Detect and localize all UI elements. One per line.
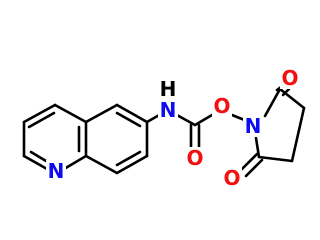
bond-c2-n <box>22 154 49 171</box>
ester-oxygen-label: O <box>213 94 230 118</box>
label-bg-n-ring <box>46 160 66 182</box>
bond-c7-c8 <box>115 154 149 175</box>
bond-c8-c8a <box>84 154 119 175</box>
amine-nitrogen-label: N <box>160 98 177 122</box>
label-bg-o-imide-top <box>280 67 300 89</box>
bond-nh-carbonyl <box>173 112 197 127</box>
pyridine-ring <box>22 103 88 171</box>
bond-n-c2 <box>263 87 282 118</box>
imide-oxygen-bottom-label: O <box>223 166 240 190</box>
label-bg-nh-h <box>158 78 178 100</box>
label-bg-n-imide <box>243 115 263 137</box>
bond-c4a-c8a <box>53 103 88 124</box>
label-bg-o-imide-bottom <box>222 167 242 189</box>
atom-labels: N N H O O N O O <box>46 66 300 190</box>
bond-c5-o-b <box>244 158 264 178</box>
bond-c3-c4 <box>290 106 306 163</box>
ring-nitrogen-label: N <box>48 159 65 183</box>
label-bg-nh-n <box>158 100 178 122</box>
bond-c4a-c3-double <box>27 111 56 129</box>
benzene-ring <box>84 103 149 175</box>
carbonyl-oxygen-label: O <box>186 146 203 170</box>
imide-nitrogen-label: N <box>245 114 262 138</box>
bond-c7-c8-double <box>115 150 142 167</box>
label-bg-o-ester <box>212 95 232 117</box>
structure-svg: N N H O O N O O <box>22 66 306 190</box>
bond-n-c8a <box>62 154 88 171</box>
bond-c5-o-a <box>238 152 259 173</box>
bond-c5-c6-double <box>115 111 142 128</box>
bond-carbonyl-oester <box>193 113 214 127</box>
amine-hydrogen-label: H <box>160 77 177 101</box>
molecule-diagram: N N H O O N O O <box>22 66 306 190</box>
bond-c5-c6 <box>115 103 149 124</box>
bond-c4a-c5 <box>84 103 119 124</box>
label-bg-o-carbonyl <box>185 147 205 169</box>
bond-c5-n <box>254 136 261 159</box>
succinimide-ring <box>238 82 306 178</box>
bond-c2-o-b <box>281 87 291 97</box>
bond-c4-c5 <box>257 155 294 163</box>
bond-c4a-c3 <box>22 103 57 124</box>
bond-c2-n-double <box>29 150 48 163</box>
imide-oxygen-top-label: O <box>281 66 298 90</box>
bond-c2-c3 <box>278 87 306 110</box>
